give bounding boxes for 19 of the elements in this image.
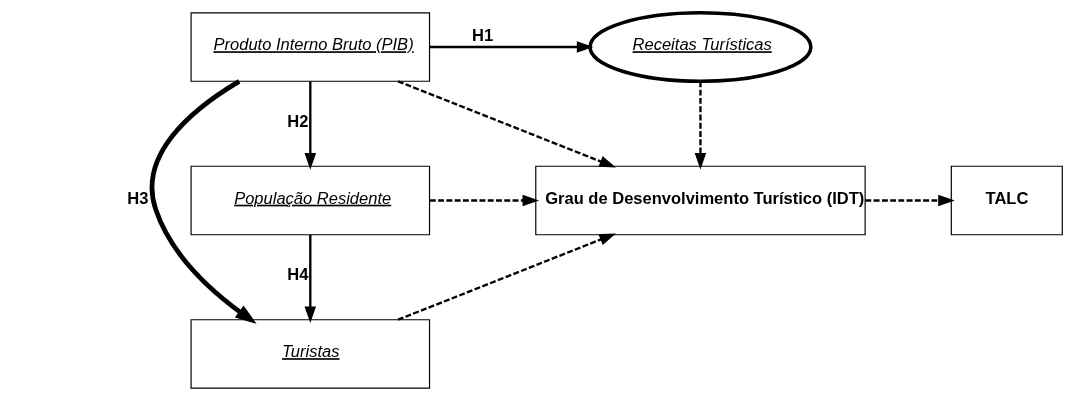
arrow	[304, 234, 316, 324]
node-box: População Residente	[190, 165, 430, 236]
node-box: Produto Interno Bruto (PIB)	[190, 12, 430, 82]
node-box: Turistas	[190, 319, 430, 389]
arrow	[429, 194, 539, 207]
edge-label: H1	[471, 26, 493, 46]
node-ellipse: Receitas Turísticas	[587, 11, 813, 84]
node-box: TALC	[950, 165, 1063, 236]
edge-label: H4	[286, 265, 308, 285]
node-box: Grau de Desenvolvimento Turístico (IDT)	[534, 165, 866, 236]
arrow	[429, 41, 593, 53]
edge-label: H2	[286, 111, 308, 131]
arrow	[397, 80, 616, 168]
arrow	[149, 79, 257, 324]
arrow	[397, 233, 616, 321]
edge-label: H3	[126, 188, 148, 208]
arrow	[694, 81, 706, 170]
arrow	[864, 194, 955, 207]
arrow	[304, 81, 316, 170]
